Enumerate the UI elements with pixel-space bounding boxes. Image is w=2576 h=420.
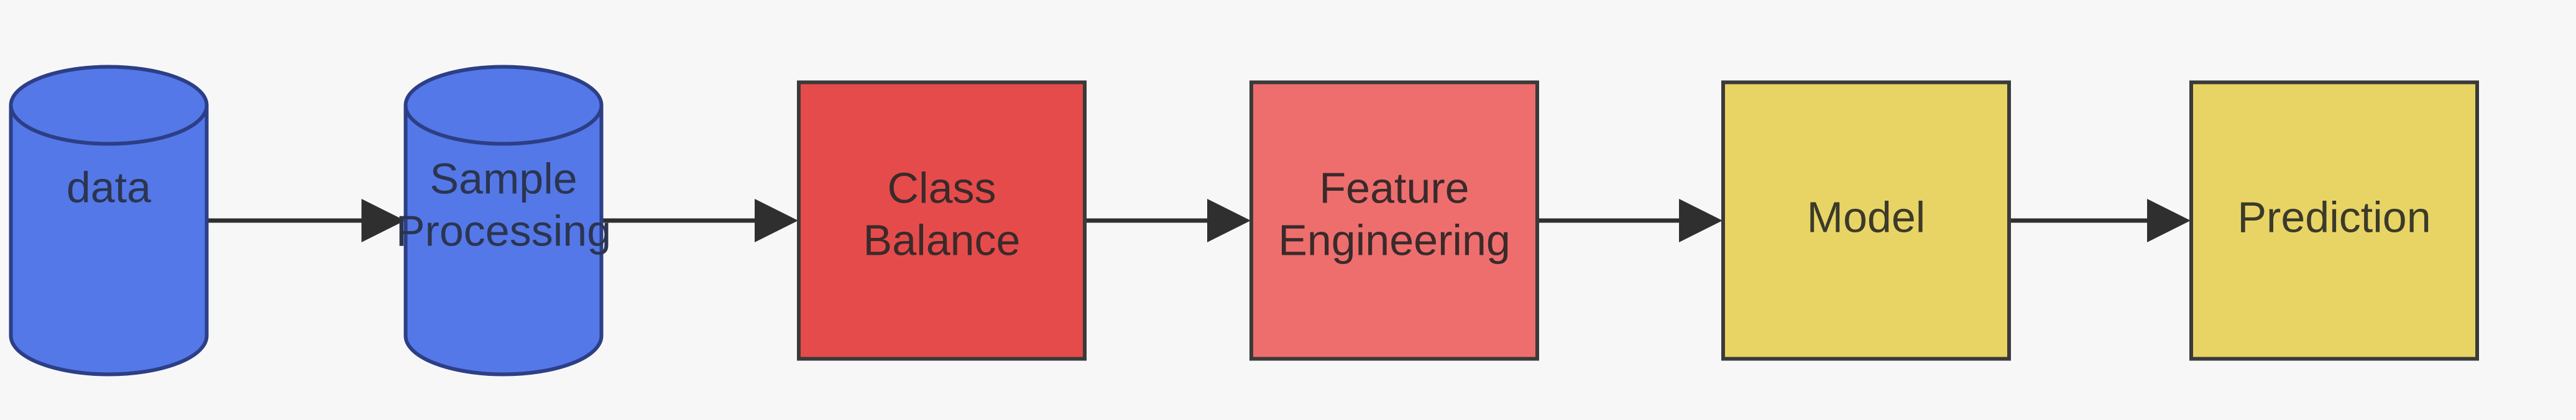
cylinder-top <box>403 65 604 146</box>
node-model: Model <box>1721 80 2011 361</box>
cylinder-body <box>9 105 209 377</box>
node-label: data <box>67 163 151 211</box>
box <box>797 80 1087 361</box>
box <box>1249 80 1539 361</box>
cylinder-body <box>403 105 604 377</box>
node-label: Prediction <box>2237 193 2431 241</box>
node-prediction: Prediction <box>2189 80 2479 361</box>
node-label: Engineering <box>1278 216 1511 264</box>
cylinder-top <box>9 65 209 146</box>
node-label: Processing <box>396 206 611 255</box>
node-data: data <box>9 65 209 377</box>
box <box>2189 80 2479 361</box>
node-label: Class <box>887 163 996 212</box>
node-label: Model <box>1807 193 1926 241</box>
node-label: Sample <box>430 154 577 203</box>
node-label: Balance <box>863 216 1021 264</box>
box <box>1721 80 2011 361</box>
node-label: Feature <box>1319 163 1469 212</box>
